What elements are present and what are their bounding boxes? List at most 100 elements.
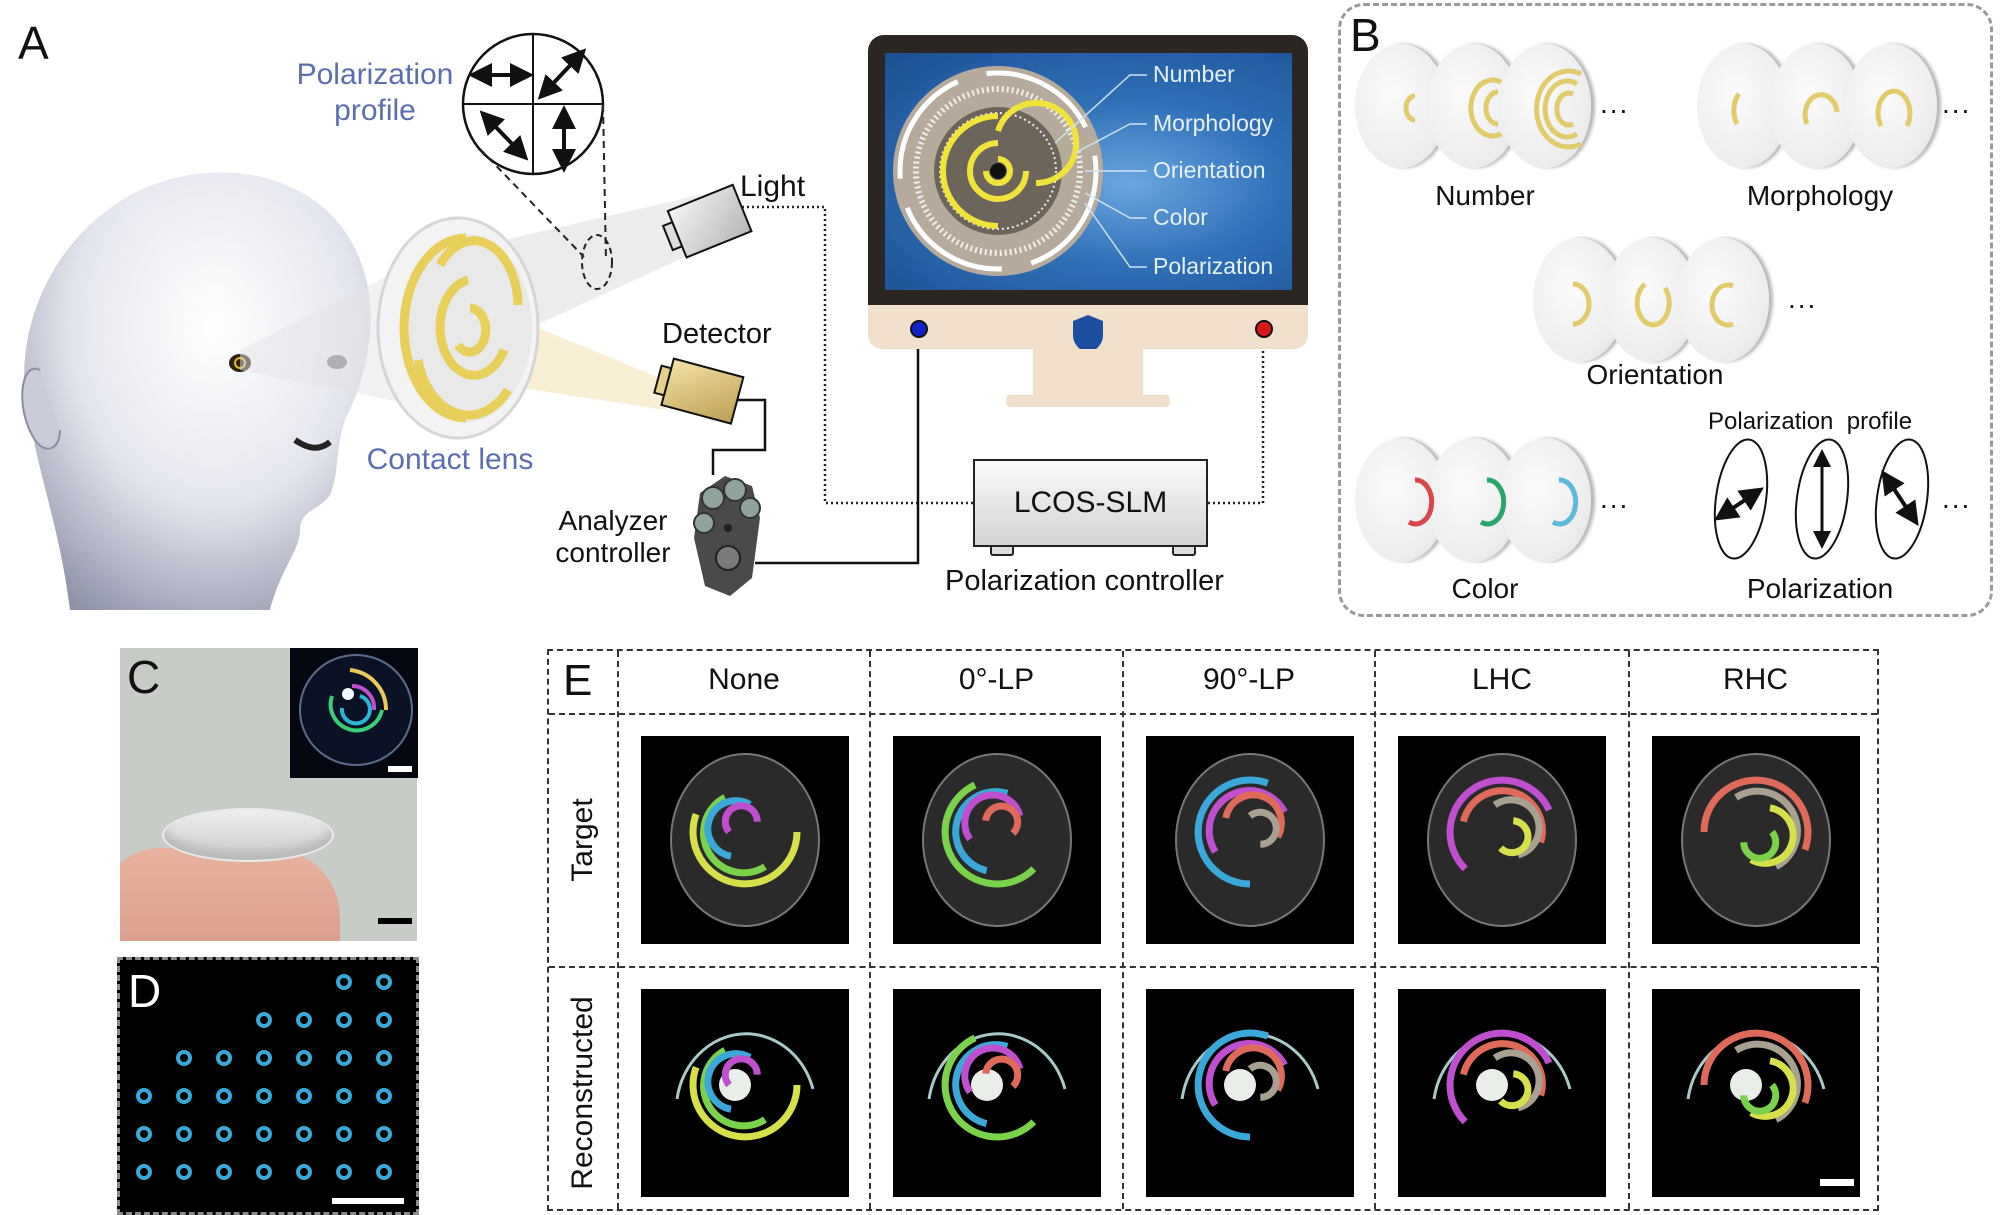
monitor-label-orientation: Orientation [1153,157,1266,183]
e-col-header-lhc: LHC [1471,663,1532,696]
light-to-slm-line [742,205,973,505]
ear [21,367,61,450]
detector-to-analyzer-line [711,398,767,475]
scale-bar-c-inset [388,766,412,772]
inset-lens-image [299,654,413,766]
microlens-dot [296,1050,312,1066]
e-image-1-0 [641,989,849,1197]
morphology-arcs [1731,88,1913,128]
e-row-divider [549,966,1877,968]
connection-lines [711,205,1265,565]
color-arc-red [1407,477,1435,527]
microlens-dot [376,1012,392,1028]
panel-a-letter: A [18,17,49,69]
scale-bar-d [332,1198,404,1204]
lens-arc-4 [435,275,509,380]
microlens-dot [336,1050,352,1066]
microlens-dot [336,1164,352,1180]
microlens-dot [376,1164,392,1180]
e-col-divider [1122,651,1124,1209]
pol-arrow-1-icon [1714,487,1764,521]
arrow-antidiagonal-icon [479,110,529,161]
analyzer-to-monitor-line [755,332,920,565]
color-arcs [1407,477,1579,527]
e-row-label-target: Target [566,798,599,882]
panel-e-table: E None 0°-LP 90°-LP LHC RHC Target Recon… [547,649,1879,1211]
lens-arc-inner [454,303,491,357]
microlens-dot [336,1012,352,1028]
lcos-slm-label: LCOS-SLM [1013,486,1168,519]
microlens-dot [256,1126,272,1142]
monitor-stand [1033,349,1143,399]
microlens-dot [376,974,392,990]
lens-arc-3 [413,359,512,420]
number-arcs [1403,68,1583,150]
nose [293,437,332,451]
arrow-diagonal-icon [537,48,587,100]
monitor-label-polarization: Polarization [1153,253,1274,279]
microlens-dot [296,1126,312,1142]
microlens-dot [176,1050,192,1066]
microlens-dot [296,1164,312,1180]
microlens-dot [336,974,352,990]
analyzer-controller-label: Analyzer controller [548,505,678,569]
microlens-dot [216,1126,232,1142]
e-image-0-3 [1398,736,1606,944]
panel-c-letter: C [127,651,161,703]
e-col-header-90lp: 90°-LP [1202,663,1296,696]
e-image-1-2 [1146,989,1354,1197]
microlens-dot [216,1050,232,1066]
panel-d-letter: D [128,965,162,1017]
morphology-ellipsis: ... [1942,88,1972,119]
microlens-dot [256,1164,272,1180]
polarization-profile-line1: Polarization [296,58,454,91]
e-col-header-rhc: RHC [1723,663,1788,696]
number-ellipsis: ... [1600,88,1630,119]
microlens-dot [176,1126,192,1142]
head-shape [24,172,371,610]
detector-label: Detector [662,318,772,350]
lens-arc-2 [436,236,523,306]
polarization-ellipsis: ... [1942,483,1972,514]
lcos-slm-box: LCOS-SLM [973,459,1208,547]
color-arc-cyan [1551,477,1579,527]
iris-scan-image [893,66,1103,276]
slm-to-monitor-line [1208,332,1265,505]
scale-bar-e [1820,1179,1854,1186]
monitor-label-number: Number [1153,61,1235,87]
color-arc-green [1479,477,1507,527]
polarization-profile-line2: profile [334,94,416,127]
polarization-profile-diagram [461,32,613,290]
orientation-ellipsis: ... [1788,283,1818,314]
polarization-controller-label: Polarization controller [945,565,1224,597]
e-col-divider [1628,651,1630,1209]
microlens-dot [256,1088,272,1104]
lcos-foot-right [1172,547,1196,556]
contact-lens-photo [162,808,334,862]
microlens-dot [376,1126,392,1142]
analyzer-label-line2: controller [555,537,671,569]
e-image-1-1 [893,989,1101,1197]
microlens-dot [336,1126,352,1142]
pol-arrow-3-icon [1881,470,1919,526]
orientation-arcs [1572,281,1734,328]
dot-array [136,974,392,1180]
monitor: Number Morphology Orientation Color Pola… [868,35,1308,410]
e-col-header-0lp: 0°-LP [958,663,1035,696]
lens-orientation-3 [1677,238,1769,362]
light-label: Light [740,170,806,203]
blue-port-icon [910,320,928,338]
analyzer-label-line1: Analyzer [558,505,668,536]
microlens-dot [176,1088,192,1104]
monitor-label-color: Color [1153,204,1208,230]
monitor-base [1006,395,1170,407]
microlens-dot [176,1164,192,1180]
polarization-profile-label: Polarization profile [290,57,460,129]
b-label-morphology: Morphology [1746,180,1894,211]
b-label-color: Color [1451,573,1519,604]
e-image-0-2 [1146,736,1354,944]
e-row-divider [549,713,1877,715]
microlens-dot [216,1164,232,1180]
panel-b-frame [1338,3,1993,617]
e-image-1-3 [1398,989,1606,1197]
